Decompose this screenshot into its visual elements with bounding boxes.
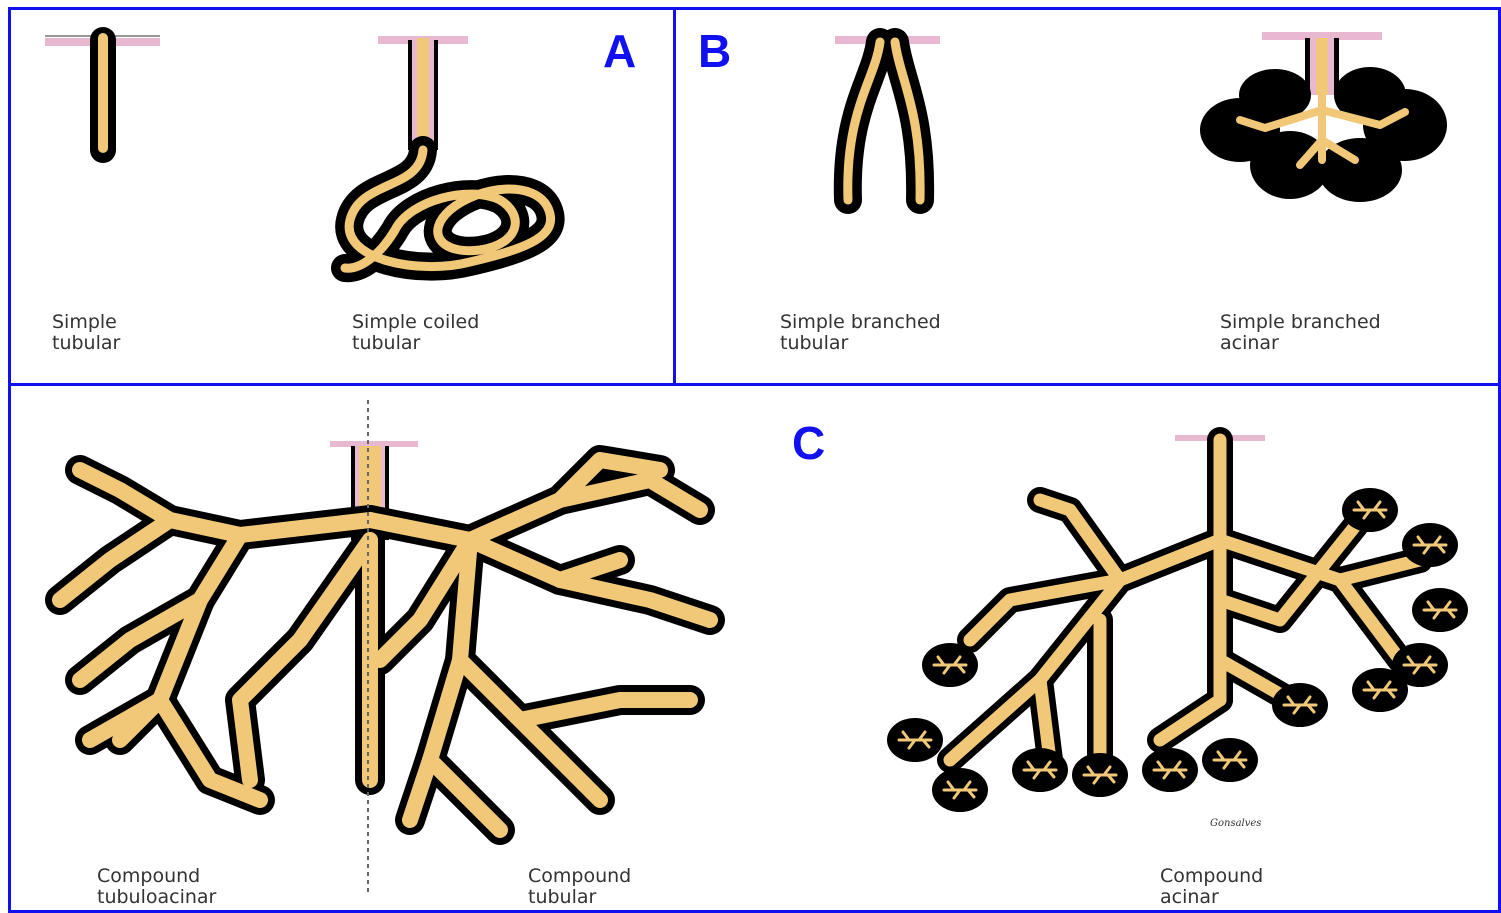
artist-signature: Gonsalves <box>1210 818 1261 829</box>
caption-line: Compound <box>97 866 216 887</box>
simple-branched-tubular-illustration <box>835 40 940 200</box>
compound-tubular-illustration <box>60 400 710 895</box>
caption-line: acinar <box>1160 887 1263 908</box>
caption-simple-tubular: Simple tubular <box>52 312 120 354</box>
caption-line: tubular <box>52 333 120 354</box>
caption-compound-tubuloacinar: Compound tubuloacinar <box>97 866 216 908</box>
caption-line: Compound <box>1160 866 1263 887</box>
caption-line: tubular <box>528 887 631 908</box>
caption-line: Simple <box>52 312 120 333</box>
caption-line: tubular <box>352 333 479 354</box>
caption-line: acinar <box>1220 333 1381 354</box>
caption-compound-tubular: Compound tubular <box>528 866 631 908</box>
caption-simple-branched-acinar: Simple branched acinar <box>1220 312 1381 354</box>
compound-acinar-illustration <box>887 438 1468 812</box>
caption-compound-acinar: Compound acinar <box>1160 866 1263 908</box>
caption-line: Compound <box>528 866 631 887</box>
caption-line: Simple coiled <box>352 312 479 333</box>
simple-coiled-tubular-illustration <box>345 38 551 268</box>
caption-line: Simple branched <box>1220 312 1381 333</box>
simple-branched-acinar-illustration <box>1200 36 1447 202</box>
caption-simple-coiled-tubular: Simple coiled tubular <box>352 312 479 354</box>
caption-line: tubuloacinar <box>97 887 216 908</box>
caption-simple-branched-tubular: Simple branched tubular <box>780 312 941 354</box>
caption-line: tubular <box>780 333 941 354</box>
simple-tubular-illustration <box>45 36 160 150</box>
caption-line: Simple branched <box>780 312 941 333</box>
